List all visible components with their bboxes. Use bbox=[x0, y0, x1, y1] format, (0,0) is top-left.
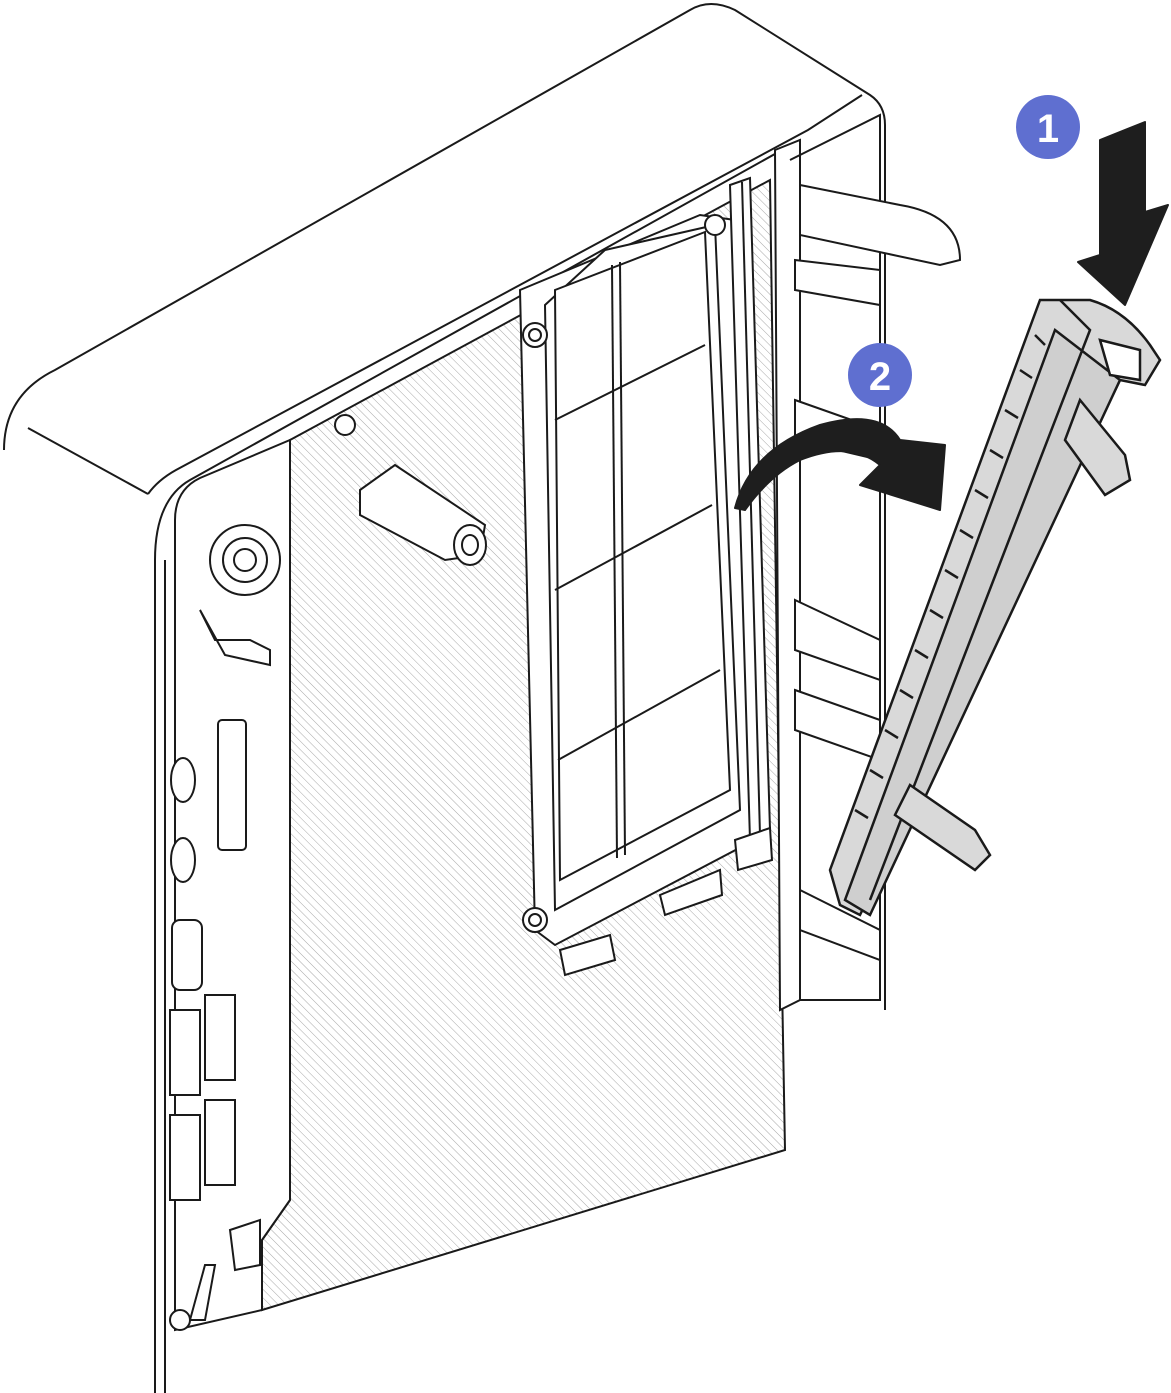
rear-io-area bbox=[169, 438, 291, 1332]
step-badge-1: 1 bbox=[1016, 95, 1080, 159]
side-panel-latch bbox=[359, 463, 487, 566]
rotate-outward-arrow bbox=[734, 418, 946, 511]
chassis-shell bbox=[3, 3, 886, 1393]
removed-cover bbox=[828, 298, 1162, 917]
step-2-label: 2 bbox=[869, 355, 891, 399]
step-badge-2: 2 bbox=[848, 343, 912, 407]
press-down-arrow bbox=[1077, 121, 1169, 306]
air-filter-bracket bbox=[334, 176, 774, 977]
step-1-label: 1 bbox=[1037, 107, 1059, 151]
